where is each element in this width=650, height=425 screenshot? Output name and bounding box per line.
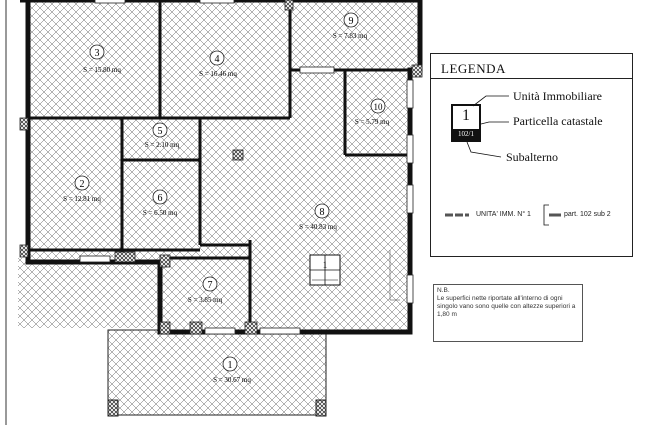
legend-divider bbox=[431, 78, 632, 79]
room-3: 3 S = 15.80 mq bbox=[83, 44, 121, 74]
terrace-area bbox=[107, 329, 327, 416]
legend-unita-immobiliare: Unità Immobiliare bbox=[513, 89, 602, 103]
stair-label: 1 bbox=[323, 260, 328, 270]
svg-text:S = 5.79 mq: S = 5.79 mq bbox=[355, 118, 390, 126]
svg-text:5: 5 bbox=[158, 126, 163, 137]
note-box: N.B. Le superfici nette riportate all'in… bbox=[433, 284, 583, 342]
svg-text:6: 6 bbox=[158, 193, 163, 204]
legend-title: LEGENDA bbox=[441, 61, 506, 76]
svg-text:S = 3.85 mq: S = 3.85 mq bbox=[188, 296, 223, 304]
svg-text:4: 4 bbox=[215, 54, 220, 65]
note-title: N.B. bbox=[437, 287, 450, 294]
unit-number: 1 bbox=[462, 107, 470, 124]
svg-text:2: 2 bbox=[80, 179, 85, 190]
svg-text:10: 10 bbox=[374, 102, 384, 112]
room-6: 6 S = 6.50 mq bbox=[143, 189, 178, 217]
note-text: Le superfici nette riportate all'interno… bbox=[437, 295, 576, 318]
svg-text:1: 1 bbox=[228, 360, 233, 371]
exterior-left bbox=[18, 258, 158, 328]
svg-text:S = 15.80 mq: S = 15.80 mq bbox=[83, 66, 121, 74]
room-5: 5 S = 2.10 mq bbox=[145, 122, 180, 149]
svg-text:S = 16.46 mq: S = 16.46 mq bbox=[199, 70, 237, 78]
particella-number: 102/1 bbox=[453, 129, 479, 140]
unit-symbol: 1 102/1 bbox=[451, 104, 481, 142]
room-2: 2 S = 12.81 mq bbox=[63, 175, 101, 203]
svg-text:S = 2.10 mq: S = 2.10 mq bbox=[145, 141, 180, 149]
room-7: 7 S = 3.85 mq bbox=[188, 276, 223, 304]
room-10: 10 S = 5.79 mq bbox=[355, 98, 390, 126]
svg-text:8: 8 bbox=[320, 207, 325, 218]
svg-text:9: 9 bbox=[349, 16, 354, 27]
svg-text:S = 12.81 mq: S = 12.81 mq bbox=[63, 195, 101, 203]
room-1: 1 S = 30.67 mq bbox=[213, 356, 251, 384]
svg-text:S = 40.83 mq: S = 40.83 mq bbox=[299, 223, 337, 231]
room-8: 8 S = 40.83 mq bbox=[299, 203, 337, 231]
svg-text:3: 3 bbox=[95, 48, 100, 59]
legend-line-label: UNITA' IMM. N° 1 bbox=[476, 211, 531, 218]
legend-line-ref: part. 102 sub 2 bbox=[564, 211, 611, 218]
svg-text:S = 6.50 mq: S = 6.50 mq bbox=[143, 209, 178, 217]
svg-text:S = 30.67 mq: S = 30.67 mq bbox=[213, 376, 251, 384]
svg-text:S = 7.83 mq: S = 7.83 mq bbox=[333, 32, 368, 40]
legend-leaders bbox=[445, 95, 561, 226]
stair-symbol bbox=[309, 254, 341, 286]
room-4: 4 S = 16.46 mq bbox=[199, 50, 237, 78]
legend-subalterno: Subalterno bbox=[506, 150, 558, 164]
legend-particella-catastale: Particella catastale bbox=[513, 114, 603, 128]
legend-box: LEGENDA 1 102/1 Unità Immobiliare Partic… bbox=[430, 53, 633, 257]
room-9: 9 S = 7.83 mq bbox=[333, 12, 368, 40]
svg-text:7: 7 bbox=[208, 280, 213, 291]
